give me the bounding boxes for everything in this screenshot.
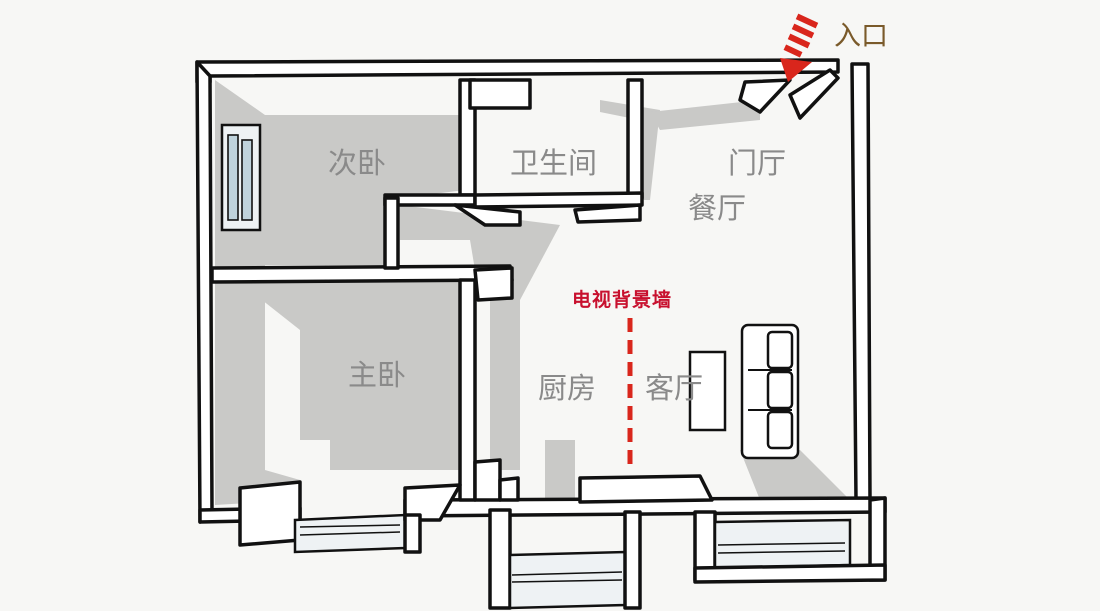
furniture: [688, 323, 800, 460]
window-living-room: [693, 510, 887, 584]
window-second-bedroom: [220, 123, 262, 232]
room-label-bathroom: 卫生间: [510, 146, 597, 180]
entrance-label: 入口: [834, 21, 888, 52]
room-label-living-room: 客厅: [645, 371, 703, 405]
tv-cabinet: [688, 350, 727, 432]
tv-wall-label: 电视背景墙: [572, 288, 672, 311]
entrance-arrow-icon: [780, 13, 819, 82]
room-label-kitchen: 厨房: [538, 371, 596, 405]
room-label-master-bedroom: 主卧: [348, 358, 406, 392]
windows: [220, 123, 887, 610]
window-kitchen: [488, 508, 642, 610]
sofa: [740, 323, 800, 460]
interior-walls: [210, 68, 840, 504]
window-master-bedroom: [238, 480, 462, 554]
room-label-second-bedroom: 次卧: [328, 146, 386, 180]
room-label-dining: 餐厅: [688, 191, 746, 225]
room-label-foyer: 门厅: [728, 146, 786, 180]
